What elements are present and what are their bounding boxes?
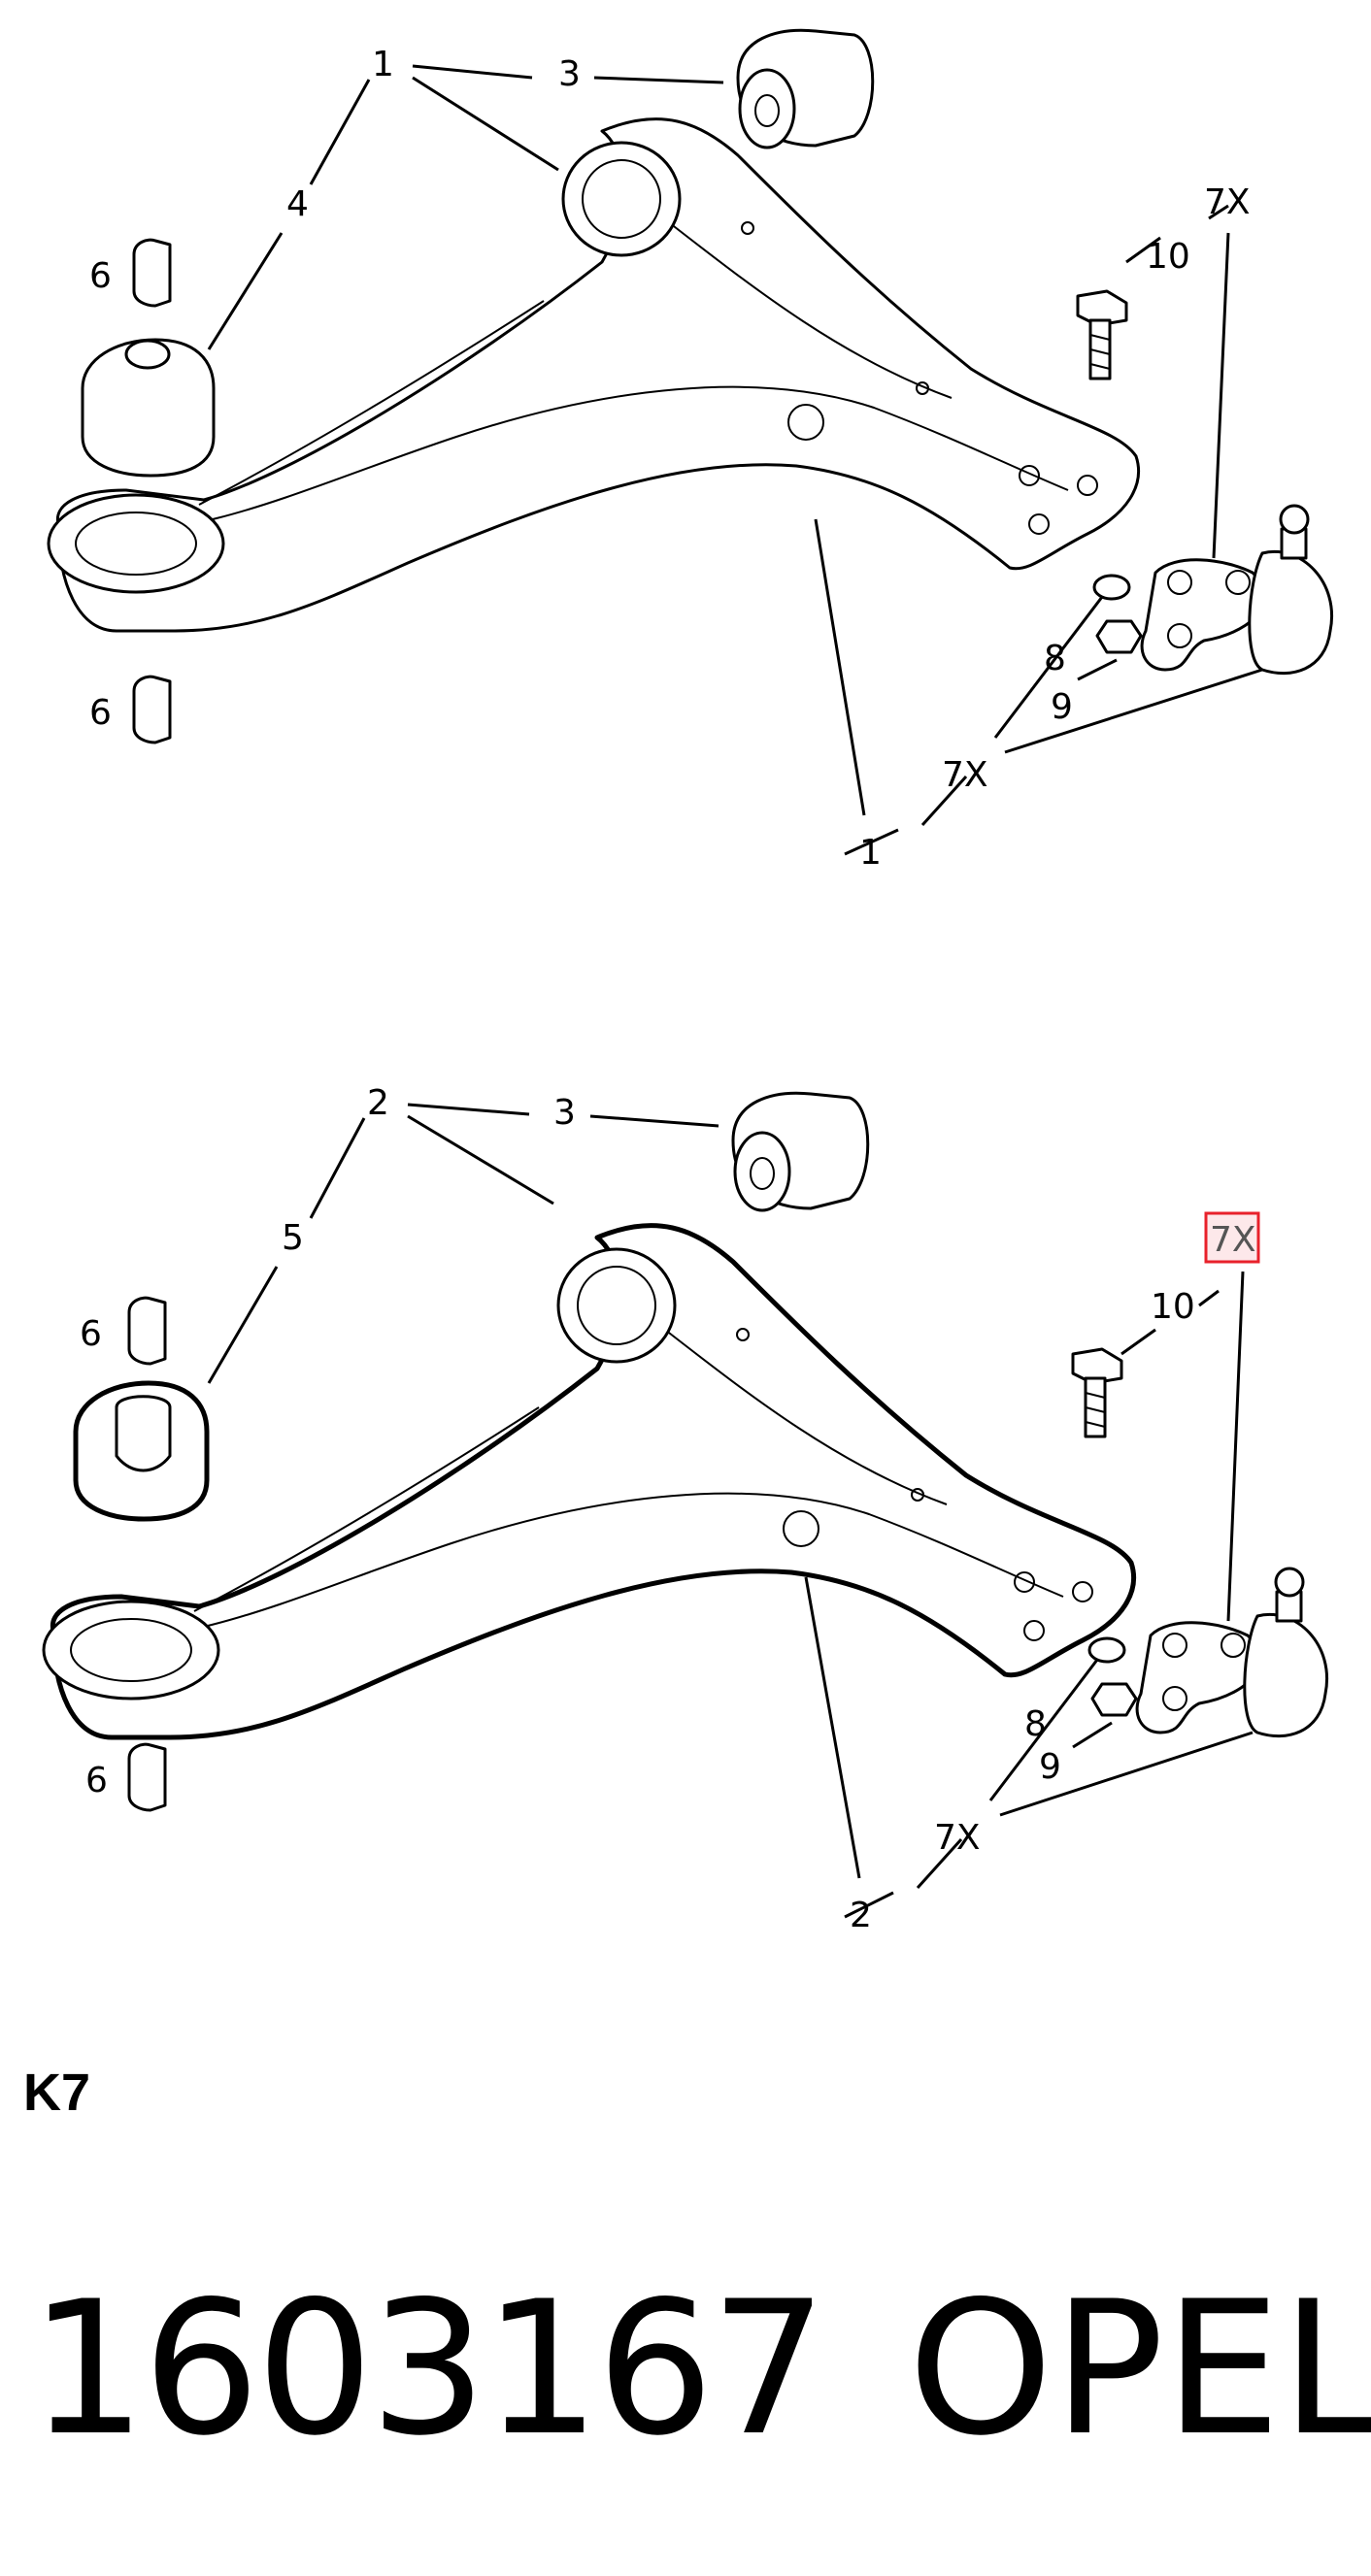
lower-callout-sleeve-top: 6 (80, 1314, 102, 1354)
lower-callout-front-bush: 5 (282, 1218, 304, 1258)
upper-sleeve-bottom (132, 675, 172, 744)
lower-callout-kit-top-highlighted: 7X (1210, 1220, 1256, 1260)
upper-callout-arm-top: 1 (372, 45, 394, 84)
upper-callout-kit-top: 7X (1204, 182, 1251, 222)
lower-rear-bore (556, 1247, 677, 1364)
brand-name: OPEL (908, 2262, 1371, 2476)
lower-sleeve-top (127, 1296, 167, 1366)
lower-callout-rear-bush: 3 (553, 1093, 576, 1133)
lower-assembly: 2 3 5 6 6 10 7X 8 9 7X 2 (42, 1083, 1328, 1935)
sheet-code: K7 (23, 2064, 91, 2122)
upper-front-bush (81, 338, 216, 478)
upper-callout-sleeve-bottom: 6 (89, 693, 112, 733)
lower-callout-arm-top: 2 (367, 1083, 389, 1123)
upper-front-bore (47, 493, 225, 594)
upper-rear-bore (561, 141, 682, 257)
lower-front-bush (73, 1380, 210, 1522)
lower-callout-sleeve-bottom: 6 (85, 1761, 108, 1800)
lower-washer (1087, 1636, 1126, 1664)
upper-callout-arm-bottom: 1 (859, 833, 882, 873)
lower-ball-joint (1135, 1567, 1328, 1738)
upper-rear-bush (736, 28, 875, 149)
lower-callout-arm-bottom: 2 (850, 1896, 872, 1935)
lower-callout-kit-bottom: 7X (934, 1818, 981, 1858)
upper-control-arm (55, 117, 1141, 633)
exploded-parts-diagram: 1 3 4 6 6 10 7X 8 9 7X 1 (42, 28, 1333, 1935)
upper-callout-sleeve-top: 6 (89, 256, 112, 296)
upper-callout-bolt: 10 (1146, 237, 1190, 277)
lower-front-bore (42, 1600, 220, 1701)
lower-bolt (1071, 1347, 1123, 1438)
upper-callout-front-bush: 4 (286, 184, 309, 224)
upper-callout-rear-bush: 3 (558, 54, 581, 94)
upper-callout-kit-bottom: 7X (942, 755, 988, 795)
part-number: 1603167 (29, 2262, 827, 2476)
lower-control-arm (50, 1223, 1137, 1740)
upper-ball-joint (1140, 504, 1333, 676)
upper-callout-washer: 8 (1044, 639, 1066, 678)
lower-callout-nut: 9 (1039, 1747, 1061, 1787)
highlight-box (1204, 1211, 1260, 1264)
lower-rear-bush (731, 1091, 870, 1212)
upper-assembly: 1 3 4 6 6 10 7X 8 9 7X 1 (47, 28, 1333, 873)
lower-nut (1090, 1682, 1138, 1717)
lower-callout-washer: 8 (1024, 1704, 1047, 1744)
lower-sleeve-bottom (127, 1742, 167, 1812)
upper-bolt (1076, 289, 1128, 380)
lower-callout-bolt: 10 (1151, 1287, 1195, 1327)
upper-callout-nut: 9 (1051, 687, 1073, 727)
upper-sleeve-top (132, 238, 172, 308)
upper-nut (1095, 619, 1143, 654)
upper-washer (1092, 574, 1131, 601)
